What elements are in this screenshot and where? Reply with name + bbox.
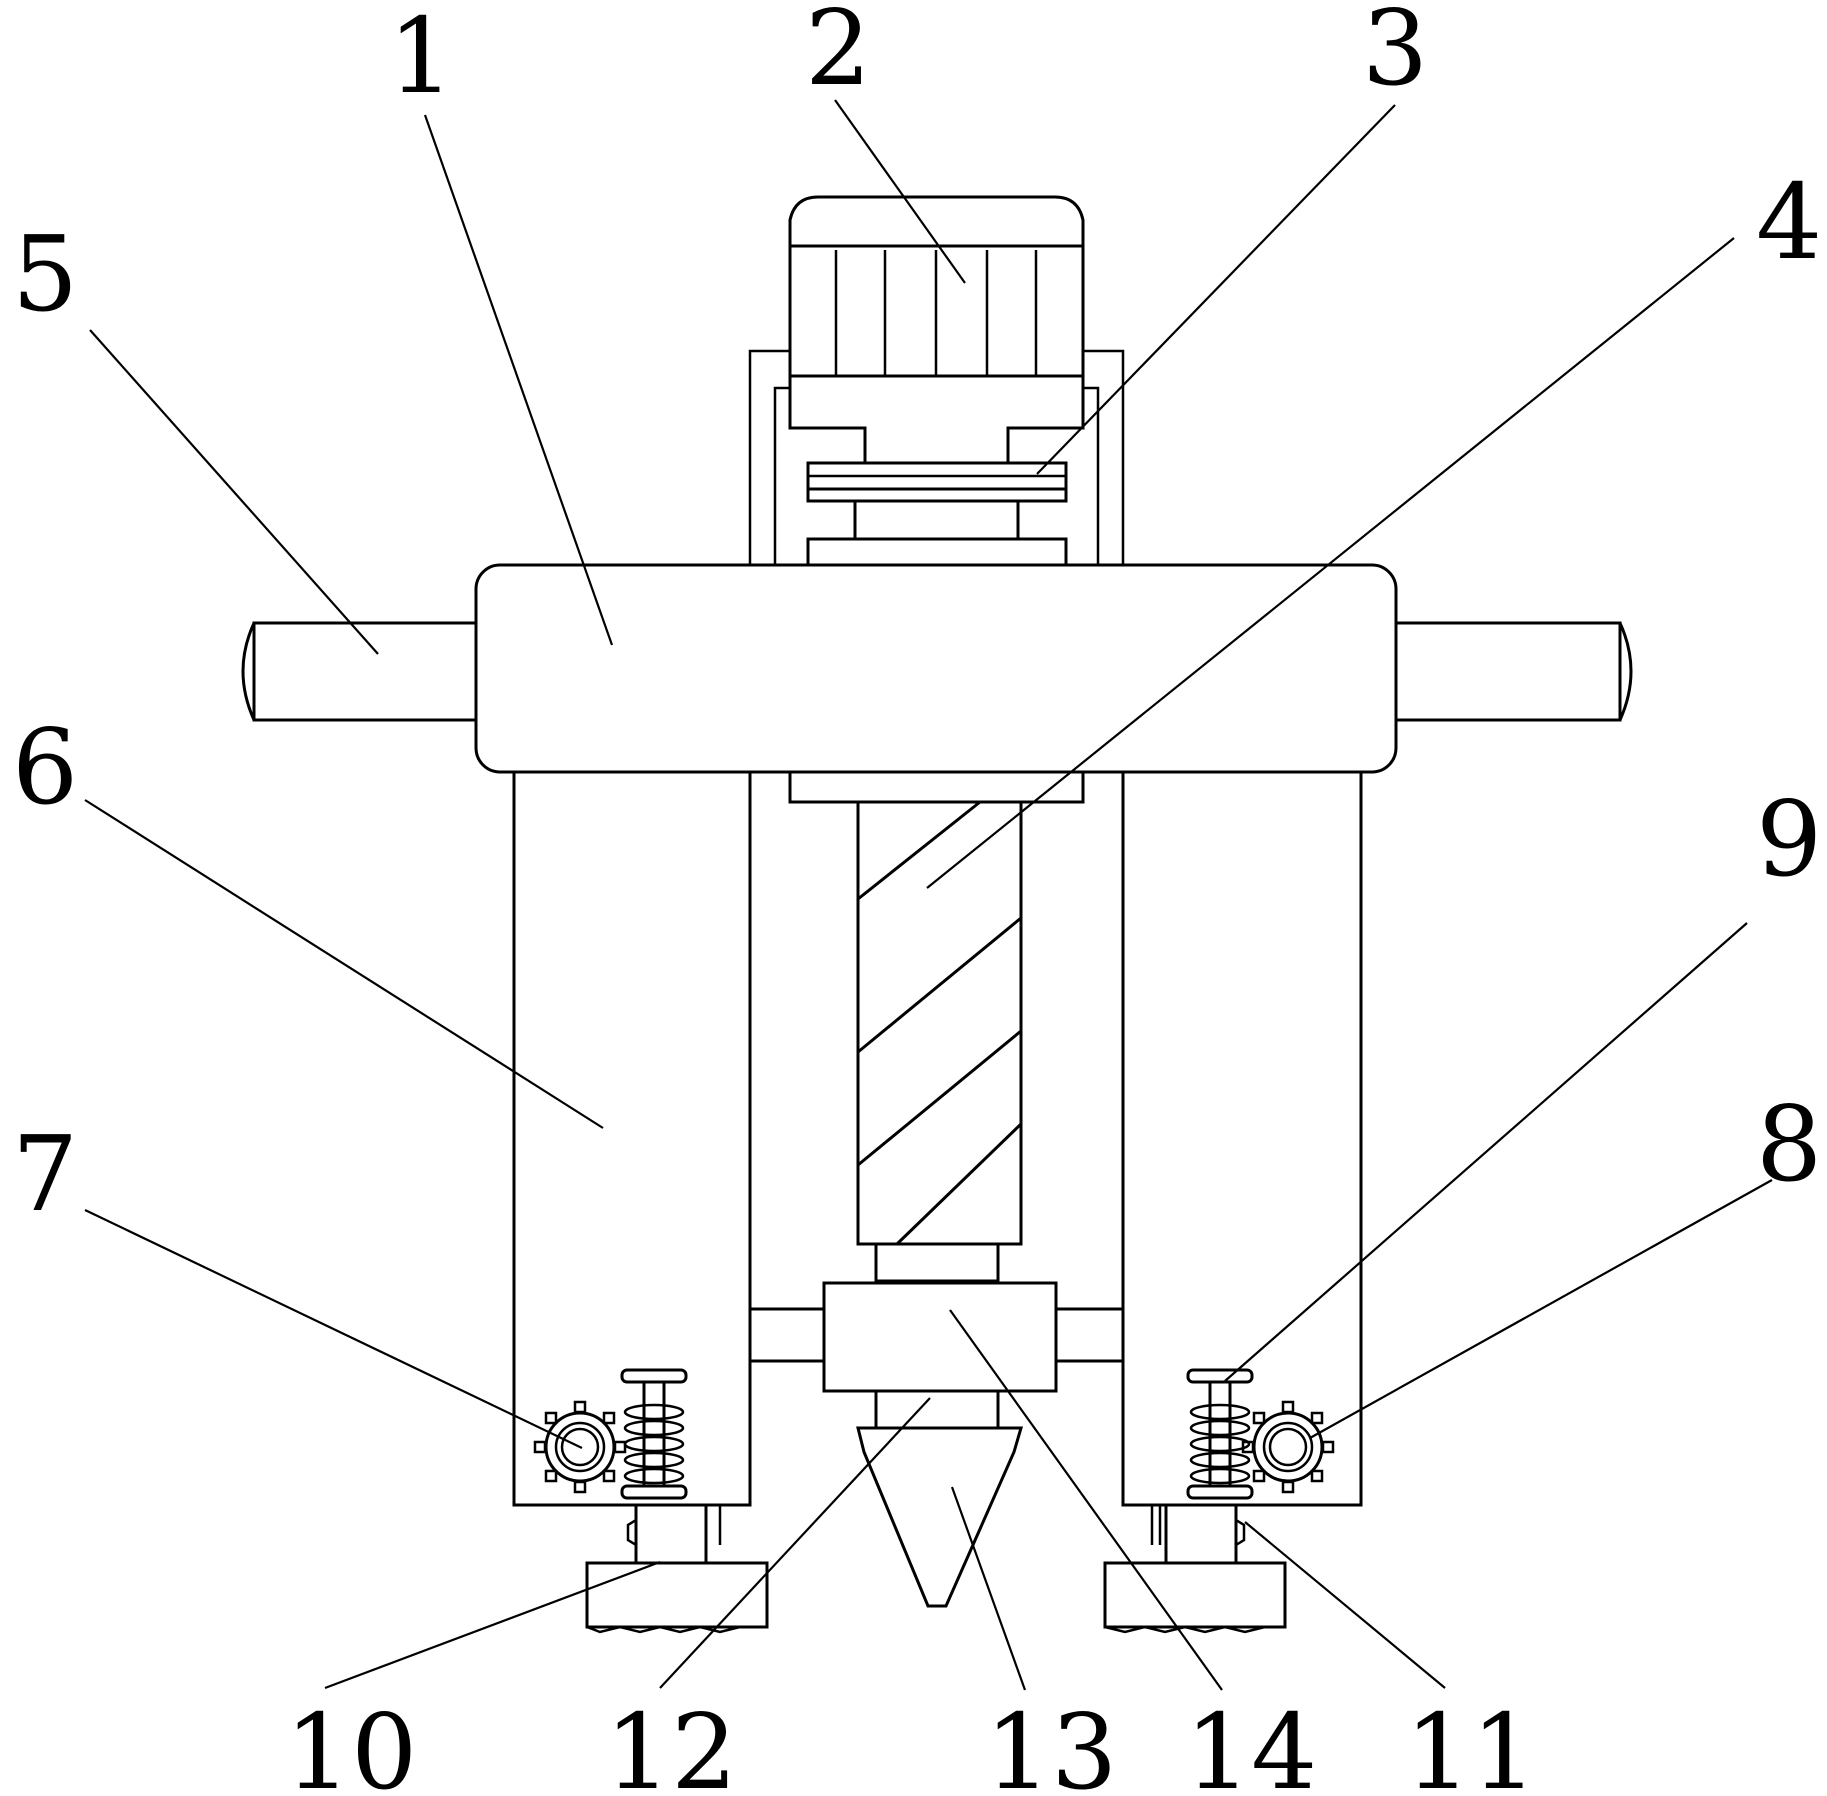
label-12: 12 bbox=[605, 1691, 737, 1796]
screw-shaft bbox=[856, 800, 1023, 1283]
leader-7 bbox=[84, 1209, 583, 1449]
drill-bit bbox=[856, 1426, 1023, 1608]
motor bbox=[788, 195, 1085, 465]
gear-right bbox=[1241, 1400, 1335, 1494]
spring-rod-left bbox=[620, 1368, 688, 1500]
leader-12 bbox=[659, 1397, 931, 1689]
leader-8 bbox=[1309, 1179, 1773, 1439]
label-4: 4 bbox=[1756, 161, 1822, 283]
label-7: 7 bbox=[12, 1113, 78, 1235]
side-leg-right bbox=[1121, 768, 1363, 1507]
foot-right bbox=[1103, 1503, 1287, 1634]
handle-right bbox=[1394, 621, 1633, 722]
leader-14 bbox=[949, 1309, 1223, 1691]
drill-shank bbox=[874, 1389, 1000, 1430]
leader-6 bbox=[84, 799, 604, 1129]
slider-block bbox=[822, 1281, 1058, 1393]
label-8: 8 bbox=[1756, 1083, 1822, 1205]
leader-5 bbox=[89, 329, 379, 655]
main-body bbox=[474, 563, 1398, 774]
label-10: 10 bbox=[285, 1691, 417, 1796]
leader-10 bbox=[324, 1560, 661, 1690]
label-2: 2 bbox=[805, 0, 871, 109]
spring-rod-right bbox=[1186, 1368, 1254, 1500]
label-1: 1 bbox=[388, 0, 454, 117]
leader-3 bbox=[1036, 104, 1396, 475]
label-6: 6 bbox=[12, 706, 78, 828]
motor-frame bbox=[748, 349, 1125, 565]
part-numbers: 1 2 3 4 5 6 7 8 9 10 11 12 13 14 bbox=[12, 0, 1822, 1796]
leader-1 bbox=[423, 114, 614, 646]
leader-11 bbox=[1244, 1521, 1446, 1689]
label-5: 5 bbox=[12, 213, 78, 335]
handle-left bbox=[241, 621, 478, 722]
label-14: 14 bbox=[1185, 1691, 1317, 1796]
leader-4 bbox=[926, 237, 1735, 889]
leader-13 bbox=[950, 1486, 1027, 1691]
leader-2 bbox=[834, 99, 966, 284]
label-11: 11 bbox=[1405, 1691, 1537, 1796]
side-leg-left bbox=[512, 768, 752, 1507]
leader-lines bbox=[84, 99, 1773, 1691]
leader-9 bbox=[1224, 922, 1748, 1382]
foot-left bbox=[585, 1503, 769, 1634]
coupling bbox=[806, 461, 1068, 567]
label-9: 9 bbox=[1756, 778, 1822, 900]
label-3: 3 bbox=[1362, 0, 1428, 109]
label-13: 13 bbox=[985, 1691, 1117, 1796]
